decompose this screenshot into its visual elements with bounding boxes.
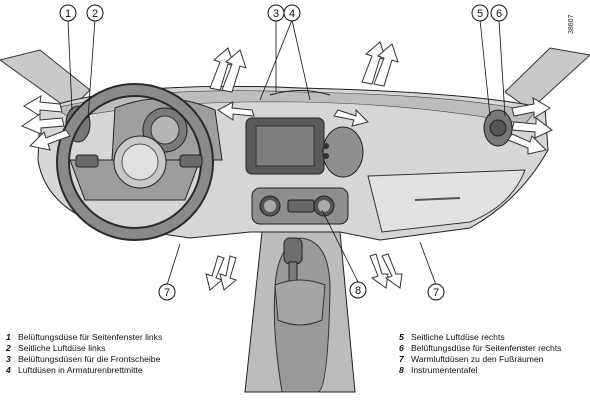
airflow-arrows bbox=[20, 41, 553, 291]
steering-wheel bbox=[56, 83, 214, 241]
svg-text:1: 1 bbox=[65, 8, 71, 20]
svg-text:7: 7 bbox=[433, 287, 439, 299]
gear-knob bbox=[283, 237, 303, 265]
svg-text:8: 8 bbox=[355, 285, 361, 297]
callout-7-right: 7 bbox=[427, 283, 445, 301]
callout-8: 8 bbox=[349, 281, 367, 299]
svg-text:2: 2 bbox=[92, 8, 98, 20]
callout-1: 1 bbox=[59, 4, 77, 22]
leader-lines bbox=[67, 19, 506, 286]
svg-text:4: 4 bbox=[289, 8, 295, 20]
callout-6: 6 bbox=[490, 4, 508, 22]
callout-2: 2 bbox=[86, 4, 104, 22]
callout-4: 4 bbox=[283, 4, 301, 22]
svg-text:5: 5 bbox=[477, 8, 483, 20]
right-a-pillar bbox=[504, 47, 590, 111]
callout-7-left: 7 bbox=[158, 283, 176, 301]
glove-box bbox=[367, 169, 526, 233]
reference-code: 38607 bbox=[568, 14, 575, 34]
callout-3: 3 bbox=[267, 4, 285, 22]
callout-5: 5 bbox=[471, 4, 489, 22]
svg-text:6: 6 bbox=[496, 8, 502, 20]
svg-text:3: 3 bbox=[273, 8, 279, 20]
svg-text:7: 7 bbox=[164, 287, 170, 299]
